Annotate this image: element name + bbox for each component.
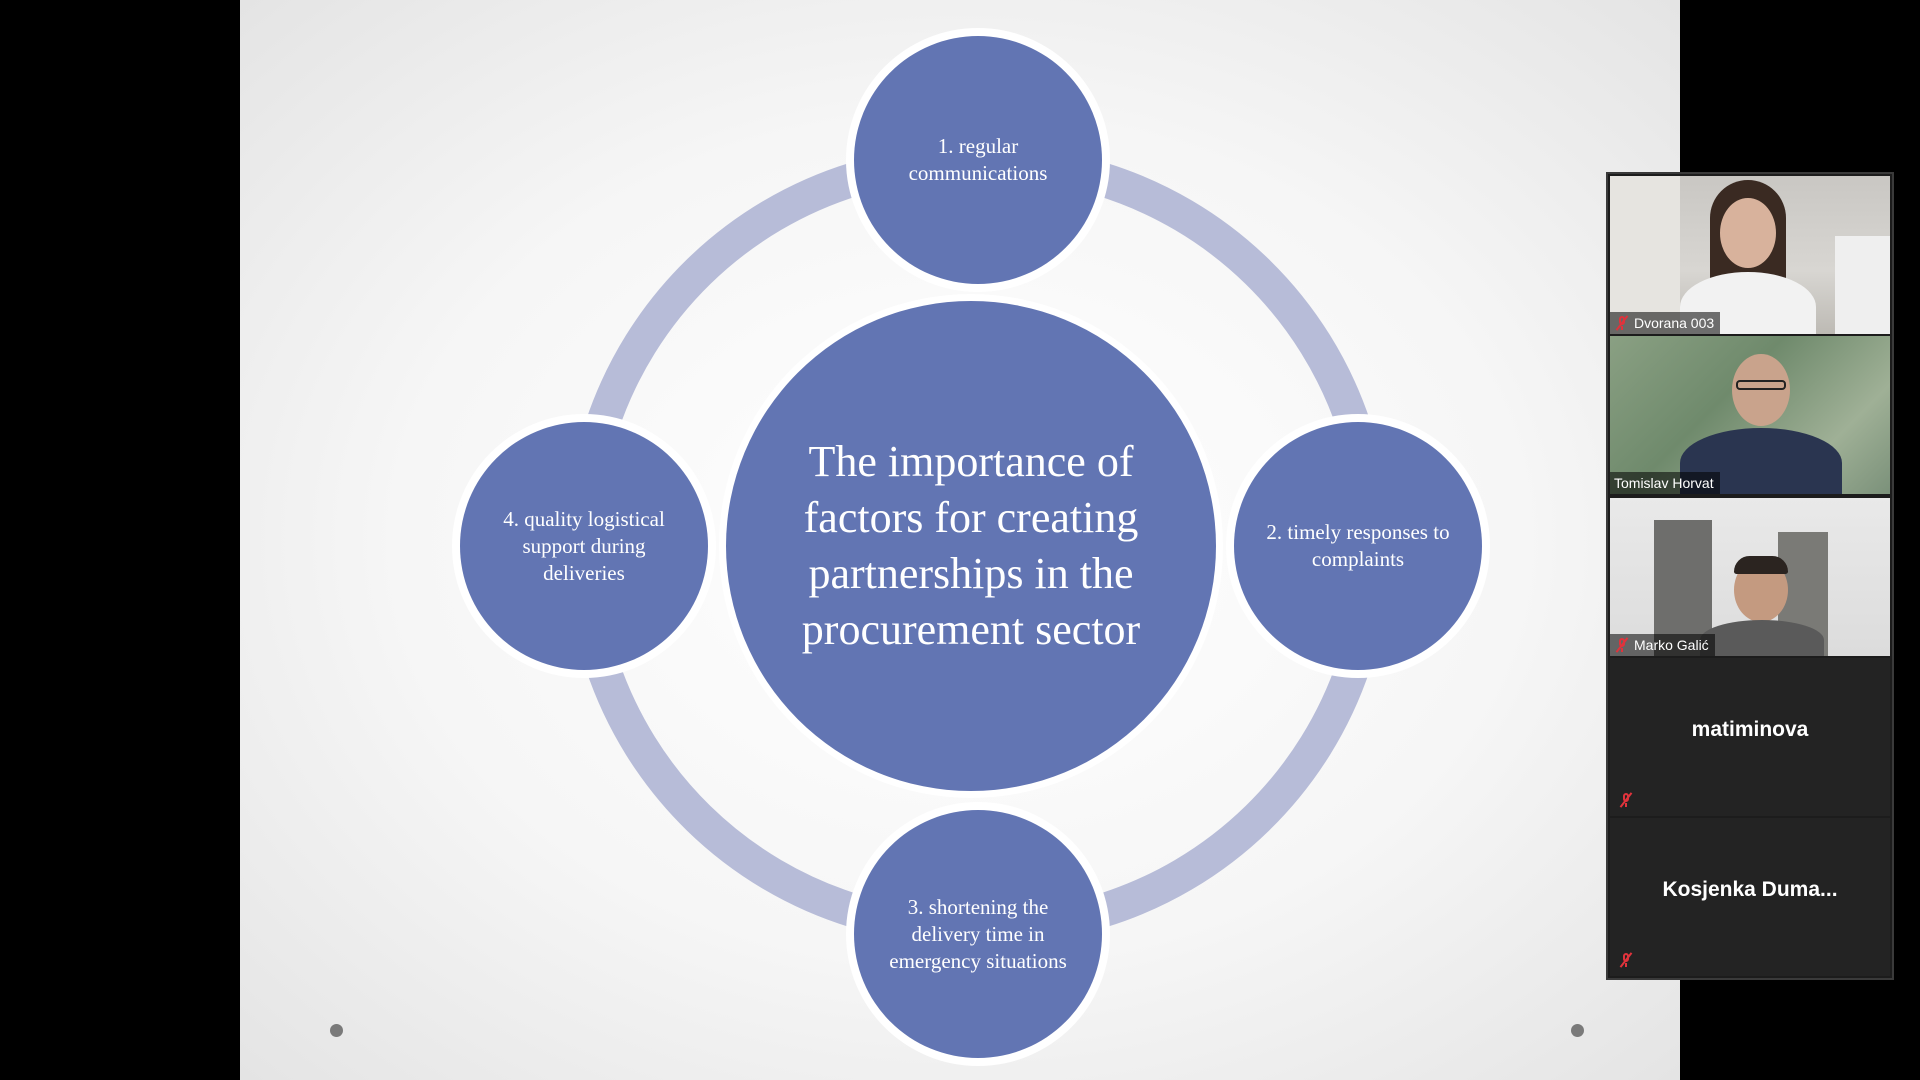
video-feed [1610,336,1890,494]
participant-name-tag: Dvorana 003 [1610,312,1721,334]
participant-video-person [1672,180,1822,334]
ring-arc-bottom-right [1096,658,1371,928]
mic-muted-icon [1618,792,1634,808]
factor-node-4: 4. quality logistical support during del… [503,506,665,585]
participant-video-person [1696,556,1826,656]
participant-tile-no-video[interactable]: matiminova [1610,658,1890,816]
factor-node-1-circle [854,36,1102,284]
center-node-circle [726,301,1216,791]
ring-arc-bottom-left [585,658,860,928]
ring-arc-top-right [1096,162,1371,432]
factor-node-2-circle [1234,422,1482,670]
participants-panel: Dvorana 003 Tomislav Horvat [1606,172,1894,980]
participant-name: matiminova [1691,718,1809,741]
video-feed [1610,498,1890,656]
participant-name: Marko Galić [1634,637,1709,653]
participant-name-tag: Tomislav Horvat [1610,472,1720,494]
participant-video-person [1680,354,1842,494]
center-node-text: The importance of factors for creating p… [801,437,1141,654]
participant-name: Tomislav Horvat [1614,475,1714,491]
factor-node-3-circle [854,810,1102,1058]
participant-name: Dvorana 003 [1634,315,1715,331]
video-feed [1610,176,1890,334]
factor-node-2: 2. timely responses to complaints [1266,520,1450,571]
factor-node-3: 3. shortening the delivery time in emerg… [889,894,1067,973]
factor-node-4-circle [460,422,708,670]
mic-muted-icon [1618,952,1634,968]
participant-tile[interactable]: Marko Galić [1610,498,1890,656]
slide-nav-dot-right[interactable] [1571,1024,1584,1037]
slide-nav-dot-left[interactable] [330,1024,343,1037]
factor-node-1: 1. regular communications [908,134,1048,185]
participant-tile-active-speaker[interactable]: Tomislav Horvat [1610,336,1890,494]
cycle-diagram [452,28,1490,1066]
participant-name: Kosjenka Duma... [1662,878,1838,901]
participant-tile-no-video[interactable]: Kosjenka Duma... [1610,818,1890,976]
shared-slide: The importance of factors for creating p… [240,0,1680,1080]
ring-arc-top-left [585,162,860,432]
mic-muted-icon [1614,315,1630,331]
participant-tile[interactable]: Dvorana 003 [1610,176,1890,334]
participant-name-tag: Marko Galić [1610,634,1715,656]
mic-muted-icon [1614,637,1630,653]
